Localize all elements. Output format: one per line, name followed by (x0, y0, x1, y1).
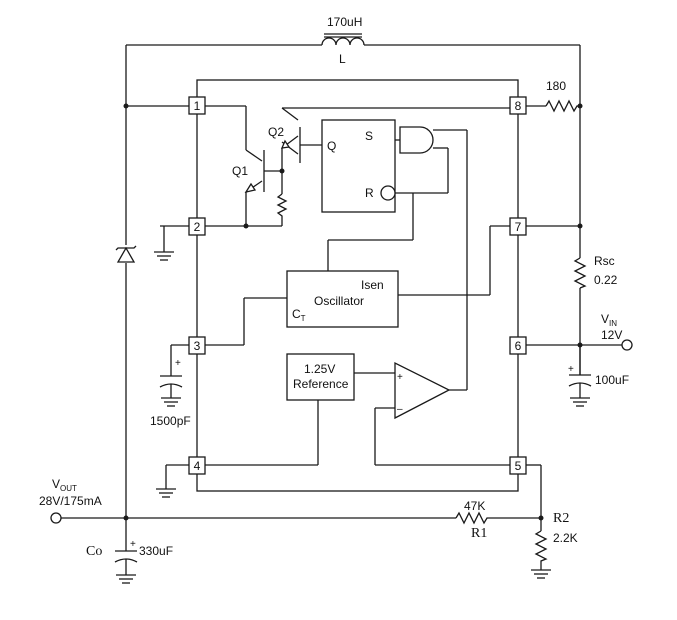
svg-text:6: 6 (515, 339, 522, 353)
sr-flip-flop: Q S R (321, 119, 396, 213)
reference-block: 1.25V Reference (205, 353, 395, 466)
base-resistor (276, 171, 288, 226)
transistor-q1: Q1 (205, 105, 282, 229)
inductor-name: L (339, 52, 346, 66)
timing-capacitor: + 1500pF (150, 344, 191, 428)
pin-4: 4 (188, 456, 206, 475)
inductor-value: 170uH (327, 15, 362, 29)
svg-text:47K: 47K (464, 499, 485, 513)
svg-text:Q2: Q2 (268, 125, 284, 139)
pin2-ground (154, 225, 189, 261)
svg-text:Reference: Reference (293, 377, 349, 391)
svg-text:S: S (365, 129, 373, 143)
svg-text:Q: Q (327, 139, 336, 153)
oscillator-block: Isen CT Oscillator (205, 193, 510, 346)
svg-text:R1: R1 (471, 526, 487, 541)
vout-label: VOUT (52, 477, 77, 493)
svg-text:R2: R2 (553, 511, 569, 526)
svg-text:4: 4 (194, 459, 201, 473)
pin-6: 6 (509, 336, 527, 355)
resistor-rsc: Rsc 0.22 (573, 254, 618, 289)
svg-text:2: 2 (194, 220, 201, 234)
svg-text:Rsc: Rsc (594, 254, 615, 268)
vout-value: 28V/175mA (39, 494, 102, 508)
vout-node: VOUT 28V/175mA (39, 477, 129, 524)
svg-text:Oscillator: Oscillator (314, 294, 364, 308)
inductor-l: 170uH L (126, 15, 580, 66)
svg-text:2.2K: 2.2K (553, 531, 578, 545)
comparator: + – (374, 361, 510, 466)
svg-text:Isen: Isen (361, 278, 384, 292)
vin-label: VIN (601, 312, 617, 328)
svg-text:+: + (130, 539, 136, 550)
pin-8: 8 (509, 96, 527, 115)
svg-text:3: 3 (194, 339, 201, 353)
svg-text:0.22: 0.22 (594, 273, 618, 287)
pin-5: 5 (509, 456, 527, 475)
svg-text:100uF: 100uF (595, 373, 629, 387)
pin-7: 7 (509, 217, 527, 236)
svg-text:1: 1 (194, 99, 201, 113)
svg-text:CT: CT (292, 307, 306, 323)
pin-3: 3 (188, 336, 206, 355)
vin-value: 12V (601, 328, 622, 342)
svg-text:7: 7 (515, 220, 522, 234)
diode-column (115, 45, 137, 518)
capacitor-100uf: + 100uF (568, 345, 629, 407)
pin4-ground (156, 464, 189, 498)
svg-text:330uF: 330uF (139, 544, 173, 558)
svg-text:1.25V: 1.25V (304, 362, 335, 376)
resistor-180: 180 (545, 79, 583, 113)
capacitor-co: + 330uF Co (86, 518, 173, 584)
and-gate (395, 126, 468, 390)
svg-text:+: + (175, 358, 181, 369)
svg-text:Q1: Q1 (232, 164, 248, 178)
transistor-q2: Q2 (264, 107, 510, 174)
pin-1: 1 (188, 96, 206, 115)
svg-text:180: 180 (546, 79, 566, 93)
feedback-divider: 47K R1 R2 2.2K (126, 464, 578, 579)
pin-2: 2 (188, 217, 206, 236)
vin-node: VIN 12V (526, 312, 633, 351)
svg-text:–: – (397, 404, 403, 415)
svg-text:8: 8 (515, 99, 522, 113)
svg-text:+: + (397, 372, 403, 383)
svg-text:5: 5 (515, 459, 522, 473)
svg-text:Co: Co (86, 544, 102, 559)
ic-package-outline (196, 79, 519, 492)
svg-text:1500pF: 1500pF (150, 414, 191, 428)
svg-text:+: + (568, 364, 574, 375)
svg-text:R: R (365, 186, 374, 200)
